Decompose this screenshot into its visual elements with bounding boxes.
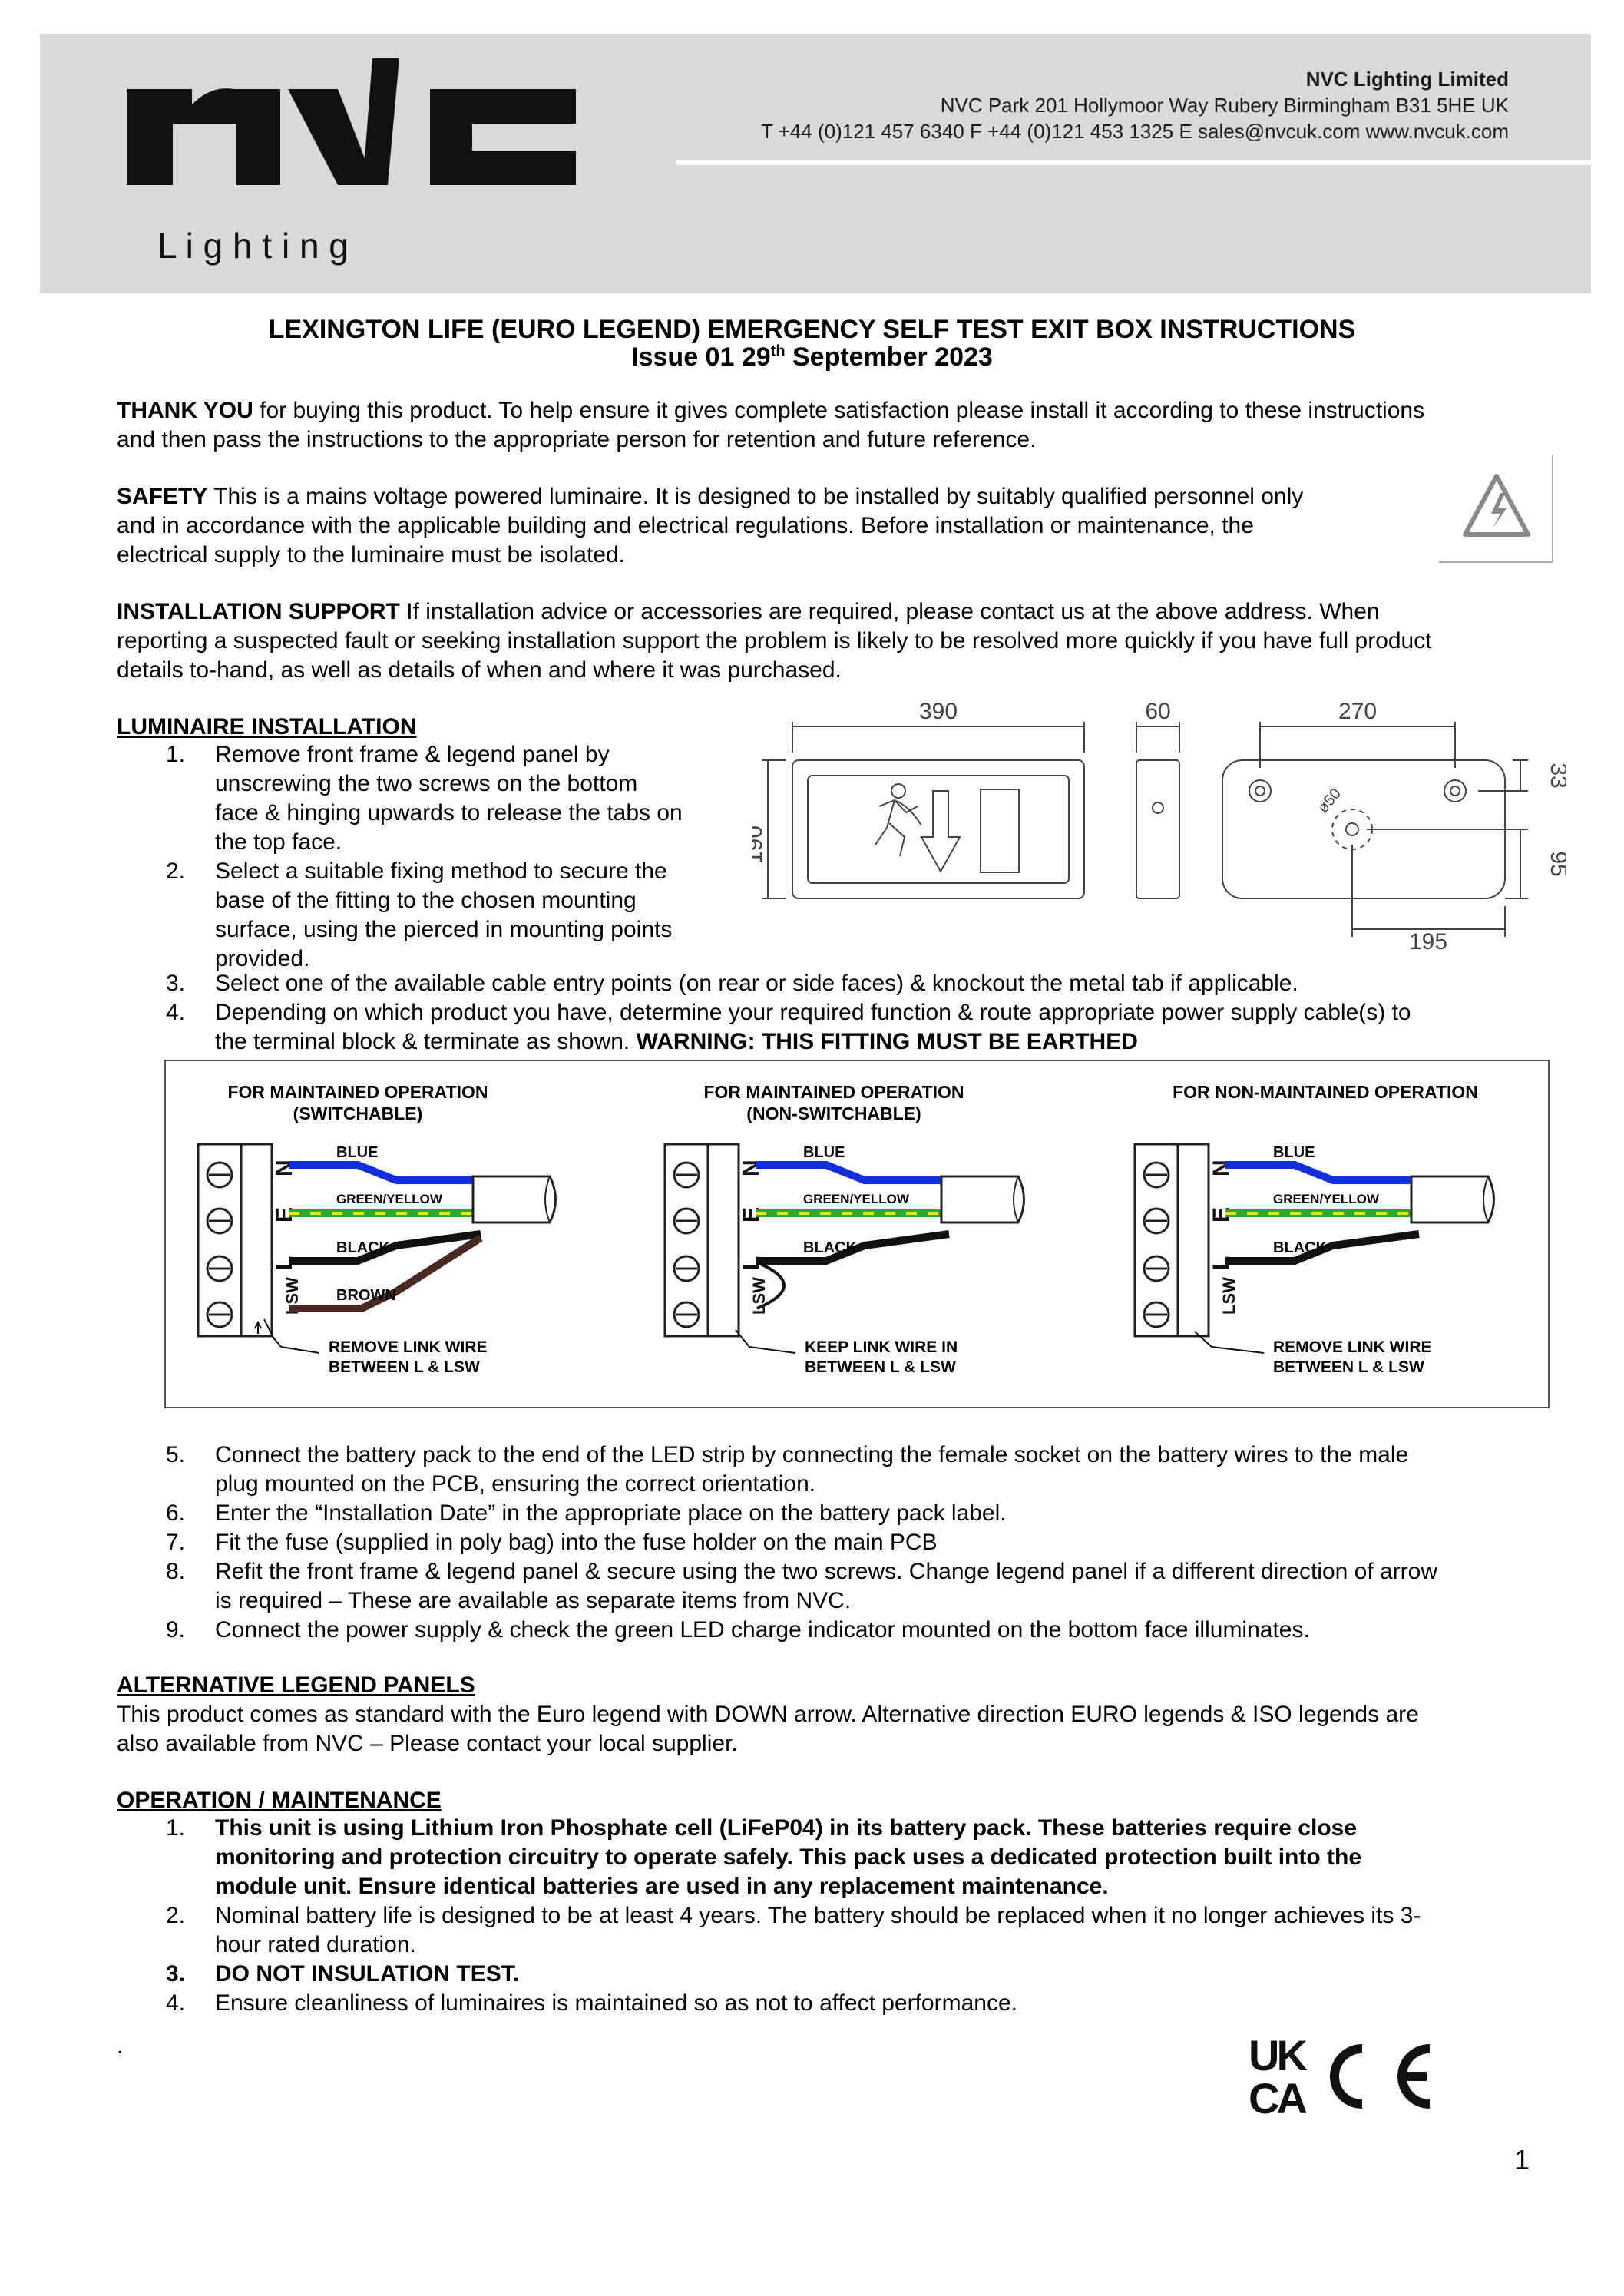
stray-dot: . xyxy=(117,2033,124,2059)
step-7-number: 7. xyxy=(166,1530,186,1555)
wiring-diagrams: FOR MAINTAINED OPERATION(SWITCHABLE) FOR… xyxy=(164,1060,1550,1408)
front-view-outline xyxy=(792,759,1085,899)
step-8-line-1: Refit the front frame & legend panel & s… xyxy=(215,1559,1438,1584)
op-3-line-1: DO NOT INSULATION TEST. xyxy=(215,1961,520,1987)
step-2-line-3: surface, using the pierced in mounting p… xyxy=(215,917,673,942)
dim-depth-label: 60 xyxy=(1145,699,1170,724)
safety-line-3: electrical supply to the luminaire must … xyxy=(117,542,625,567)
wire-gy-label-1: GREEN/YELLOW xyxy=(336,1192,442,1206)
op-1-line-1: This unit is using Lithium Iron Phosphat… xyxy=(215,1815,1358,1841)
dim-height-label: 190 xyxy=(752,825,767,864)
svg-text:LSW: LSW xyxy=(1219,1277,1239,1315)
company-contact: T +44 (0)121 457 6340 F +44 (0)121 453 1… xyxy=(760,120,1509,143)
ukca-bottom: CA xyxy=(1249,2074,1306,2118)
dimension-drawing: 390 60 270 190 33 95 195 ø50 xyxy=(752,699,1566,952)
support-line-2: reporting a suspected fault or seeking i… xyxy=(117,628,1432,653)
safety-line-1: SAFETY This is a mains voltage powered l… xyxy=(117,484,1304,509)
installation-heading: LUMINAIRE INSTALLATION xyxy=(117,714,417,739)
ukca-ce-mark: UK CA CE xyxy=(1249,2032,1431,2118)
step-2-line-1: Select a suitable fixing method to secur… xyxy=(215,859,667,884)
op-3-number: 3. xyxy=(166,1961,186,1987)
legends-line-2: also available from NVC – Please contact… xyxy=(117,1731,738,1756)
step-1-line-4: the top face. xyxy=(215,829,342,855)
step-5-line-1: Connect the battery pack to the end of t… xyxy=(215,1442,1409,1467)
dim-bottom-offset-label: 95 xyxy=(1546,851,1566,876)
ce-mark-text: CE xyxy=(1379,2085,1381,2086)
op-2-number: 2. xyxy=(166,1903,186,1928)
dim-side-offset-label: 195 xyxy=(1409,929,1447,952)
step-2-line-4: provided. xyxy=(215,946,310,971)
op-4-number: 4. xyxy=(166,1990,186,2016)
wire-blue-label-2: BLUE xyxy=(803,1144,845,1161)
step-5-line-2: plug mounted on the PCB, ensuring the co… xyxy=(215,1471,816,1497)
step-5-number: 5. xyxy=(166,1442,186,1467)
side-view-outline xyxy=(1136,759,1180,899)
step-1-number: 1. xyxy=(166,742,186,767)
op-4-line-1: Ensure cleanliness of luminaires is main… xyxy=(215,1990,1017,2016)
issue-line: Issue 01 29th September 2023 xyxy=(631,342,993,372)
step-1-line-1: Remove front frame & legend panel by xyxy=(215,742,610,767)
wire-blue-label-1: BLUE xyxy=(336,1144,379,1161)
wire-gy-label-3: GREEN/YELLOW xyxy=(1273,1192,1379,1206)
thank-you-line-1: THANK YOU for buying this product. To he… xyxy=(117,398,1425,423)
company-name: NVC Lighting Limited xyxy=(1305,68,1509,91)
step-4-number: 4. xyxy=(166,1000,186,1025)
wire-blue-label-3: BLUE xyxy=(1273,1144,1315,1161)
legends-heading: ALTERNATIVE LEGEND PANELS xyxy=(117,1672,475,1698)
wiring-2-title: FOR MAINTAINED OPERATION(NON-SWITCHABLE) xyxy=(703,1082,964,1123)
wire-black-label-2: BLACK xyxy=(803,1239,857,1256)
svg-text:L i g h t i n g: L i g h t i n g xyxy=(157,226,349,266)
thank-you-line-2: and then pass the instructions to the ap… xyxy=(117,427,1037,452)
legends-line-1: This product comes as standard with the … xyxy=(117,1702,1419,1727)
step-4-line-2: the terminal block & terminate as shown.… xyxy=(215,1029,1138,1054)
step-1-line-2: unscrewing the two screws on the bottom xyxy=(215,771,638,796)
document-title: LEXINGTON LIFE (EURO LEGEND) EMERGENCY S… xyxy=(268,315,1356,344)
wiring-drawings: N E L LSW N E L LSW N E xyxy=(197,1143,1495,1354)
page-number: 1 xyxy=(1514,2144,1530,2175)
step-1-line-3: face & hinging upwards to release the ta… xyxy=(215,800,683,825)
wiring-1-title: FOR MAINTAINED OPERATION(SWITCHABLE) xyxy=(227,1082,488,1123)
op-2-line-1: Nominal battery life is designed to be a… xyxy=(215,1903,1421,1928)
step-8-number: 8. xyxy=(166,1559,186,1584)
step-2-number: 2. xyxy=(166,859,186,884)
dim-cable-dia-label: ø50 xyxy=(1315,786,1345,817)
operation-heading: OPERATION / MAINTENANCE xyxy=(117,1788,442,1813)
step-8-line-2: is required – These are available as sep… xyxy=(215,1588,852,1613)
wire-black-label-3: BLACK xyxy=(1273,1239,1327,1256)
support-line-3: details to-hand, as well as details of w… xyxy=(117,657,842,683)
step-6-number: 6. xyxy=(166,1500,186,1526)
wire-brown-label-1: BROWN xyxy=(336,1287,396,1304)
safety-line-2: and in accordance with the applicable bu… xyxy=(117,513,1254,538)
company-address: NVC Park 201 Hollymoor Way Rubery Birmin… xyxy=(940,94,1509,117)
header-rule xyxy=(676,160,1591,165)
step-3-number: 3. xyxy=(166,971,186,996)
step-6-line-1: Enter the “Installation Date” in the app… xyxy=(215,1500,1007,1526)
step-3-line-1: Select one of the available cable entry … xyxy=(215,971,1298,996)
dim-width-label: 390 xyxy=(919,699,958,724)
electrical-hazard-icon xyxy=(1439,455,1553,563)
wiring-3-title: FOR NON-MAINTAINED OPERATION xyxy=(1173,1082,1478,1102)
step-4-line-1: Depending on which product you have, det… xyxy=(215,1000,1411,1025)
support-line-1: INSTALLATION SUPPORT If installation adv… xyxy=(117,599,1380,624)
op-1-line-2: monitoring and protection circuitry to o… xyxy=(215,1844,1361,1870)
step-7-line-1: Fit the fuse (supplied in poly bag) into… xyxy=(215,1530,938,1555)
step-9-line-1: Connect the power supply & check the gre… xyxy=(215,1617,1310,1643)
step-2-line-2: base of the fitting to the chosen mounti… xyxy=(215,888,637,913)
wire-gy-label-2: GREEN/YELLOW xyxy=(803,1192,909,1206)
nvc-logo: L i g h t i n g xyxy=(127,58,576,266)
op-1-line-3: module unit. Ensure identical batteries … xyxy=(215,1874,1109,1899)
dim-top-offset-label: 33 xyxy=(1546,763,1566,788)
step-9-number: 9. xyxy=(166,1617,186,1643)
op-1-number: 1. xyxy=(166,1815,186,1841)
dim-fix-spacing-label: 270 xyxy=(1338,699,1377,724)
ukca-top: UK xyxy=(1249,2032,1307,2079)
op-2-line-2: hour rated duration. xyxy=(215,1932,416,1957)
wire-black-label-1: BLACK xyxy=(336,1239,390,1256)
